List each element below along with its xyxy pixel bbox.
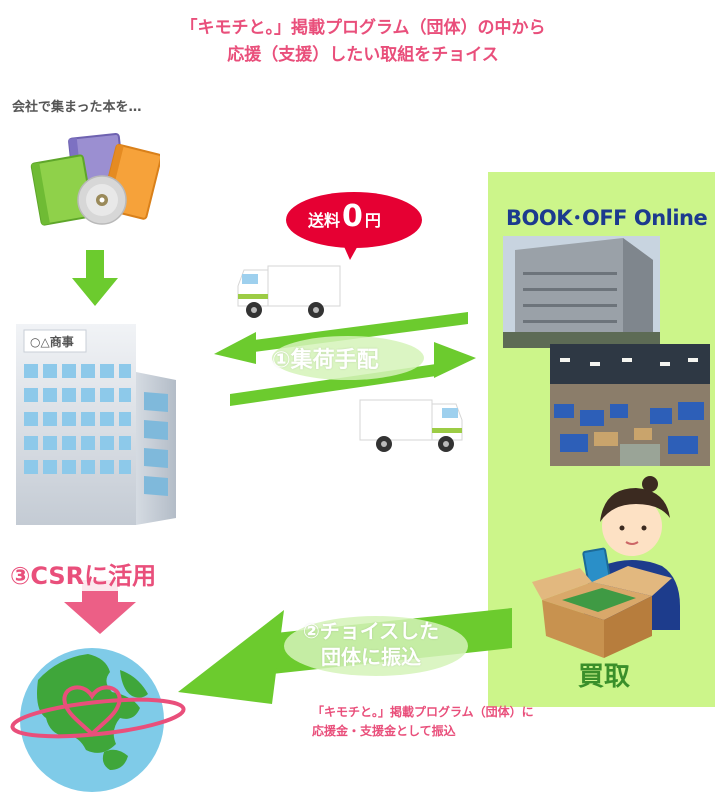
bookoff-logo: BOOK･OFF Online [506, 206, 708, 230]
shipping-suffix: 円 [364, 211, 381, 230]
transfer-note-line-1: 「キモチと。」掲載プログラム（団体）に [312, 705, 534, 719]
truck-icon-2 [359, 399, 463, 452]
bidirectional-arrow-icon [214, 312, 476, 406]
title-line-1: 「キモチと。」掲載プログラム（団体）の中から [180, 18, 546, 38]
step2-label: ②チョイスした 団体に振込 [296, 618, 446, 670]
books-icon [30, 132, 160, 226]
company-note: 会社で集まった本を… [12, 100, 142, 115]
shipping-badge: 送料 0 円 [308, 202, 381, 232]
step1-label: ①集荷手配 [272, 348, 379, 373]
transfer-note: 「キモチと。」掲載プログラム（団体）に 応援金・支援金として振込 [312, 703, 534, 741]
shipping-prefix: 送料 [308, 211, 341, 230]
company-sign: ○△商事 [30, 335, 74, 349]
warehouse-exterior-photo [503, 236, 660, 348]
pink-down-arrow-icon [64, 580, 136, 634]
down-arrow-icon [72, 250, 118, 306]
transfer-arrow-icon [178, 608, 512, 704]
globe-heart-icon [10, 648, 186, 792]
worker-with-box-icon [532, 476, 680, 658]
warehouse-interior-photo [550, 344, 710, 466]
office-building-icon [16, 324, 176, 525]
purchase-label: 買取 [578, 662, 631, 692]
step2-line-2: 団体に振込 [321, 645, 421, 669]
step3-label: ③CSRに活用 [8, 556, 159, 591]
shipping-badge-icon [286, 192, 422, 260]
step2-line-1: ②チョイスした [302, 619, 440, 643]
shipping-zero: 0 [342, 199, 363, 234]
truck-icon-1 [237, 265, 341, 318]
title-line-2: 応援（支援）したい取組をチョイス [227, 45, 499, 65]
transfer-note-line-2: 応援金・支援金として振込 [312, 724, 456, 738]
